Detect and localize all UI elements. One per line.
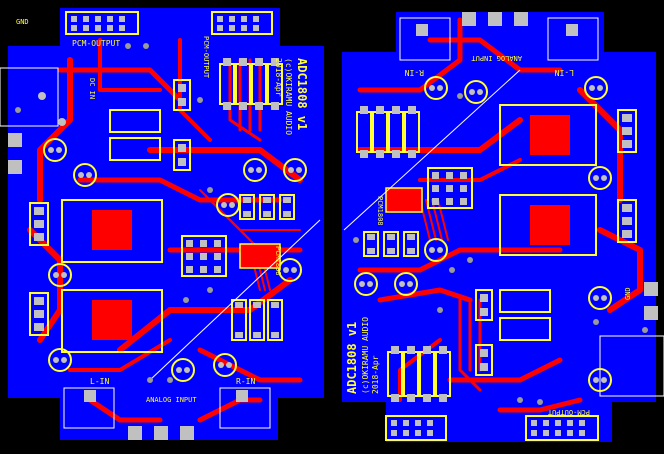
- right-label-ic: PCM1808: [376, 196, 384, 226]
- left-silkscreen: ADC1808 v1 (c)OKIRAMU AUDIO 2018-Apr PCM…: [16, 18, 309, 404]
- board-gap: [324, 0, 342, 454]
- right-label-lin: L-IN: [555, 68, 574, 77]
- left-label-gnd: GND: [16, 18, 29, 26]
- right-vias: [353, 93, 648, 405]
- left-pads: [8, 84, 291, 440]
- right-regulators: [499, 104, 597, 256]
- left-resistor-array: [219, 58, 283, 110]
- left-label-rin: R-IN: [236, 377, 255, 386]
- right-cap-pads: [359, 85, 607, 383]
- right-label-pcm-output: PCM-OUTPUT: [547, 408, 590, 416]
- left-label-pcm-header: PCM-OUTPUT: [72, 39, 120, 48]
- left-board-title: ADC1808 v1: [295, 58, 309, 130]
- left-label-analog-input: ANALOG INPUT: [146, 396, 197, 404]
- left-bottom-connectors: [0, 67, 271, 429]
- left-divider-line: [149, 219, 321, 381]
- left-label-dc-in: DC IN: [88, 78, 96, 99]
- right-top-input-pads: [416, 12, 578, 36]
- left-connector-pads: [38, 92, 248, 402]
- right-ic-pcm1808: [385, 187, 423, 213]
- right-board-credit: (c)OKIRAMU AUDIO: [361, 317, 370, 394]
- left-label-lin: L-IN: [90, 377, 109, 386]
- left-capacitors: [43, 138, 307, 382]
- right-top-connectors: [399, 17, 664, 397]
- left-traces: [27, 38, 303, 423]
- right-silkscreen: ADC1808 v1 (c)OKIRAMU AUDIO 2018-Apr ANA…: [345, 54, 632, 416]
- right-pads: [360, 106, 658, 402]
- right-label-rin: R-IN: [405, 68, 424, 77]
- left-board: ADC1808 v1 (c)OKIRAMU AUDIO 2018-Apr PCM…: [0, 8, 324, 440]
- left-board-date: 2018-Apr: [274, 58, 283, 97]
- left-label-pcm-output: PCM-OUTPUT: [202, 36, 210, 79]
- left-cap-pads: [48, 147, 302, 373]
- right-label-gnd: GND: [624, 287, 632, 300]
- right-bottom-headers: [385, 415, 599, 441]
- right-board-title: ADC1808 v1: [345, 322, 359, 394]
- right-divider-line: [343, 69, 521, 231]
- left-ic-pcm1808: [239, 243, 281, 269]
- right-label-analog-input: ANALOG INPUT: [471, 54, 522, 62]
- right-board: ADC1808 v1 (c)OKIRAMU AUDIO 2018-Apr ANA…: [342, 12, 664, 442]
- right-board-date: 2018-Apr: [371, 355, 380, 394]
- left-top-header: [65, 11, 273, 35]
- left-regulators: [61, 199, 163, 353]
- left-small-parts: [29, 79, 295, 341]
- left-vias: [15, 43, 213, 383]
- left-board-credit: (c)OKIRAMU AUDIO: [284, 58, 293, 135]
- left-board-substrate: [8, 8, 324, 440]
- right-capacitors: [354, 76, 612, 392]
- left-label-ic: PCM1808: [274, 246, 282, 276]
